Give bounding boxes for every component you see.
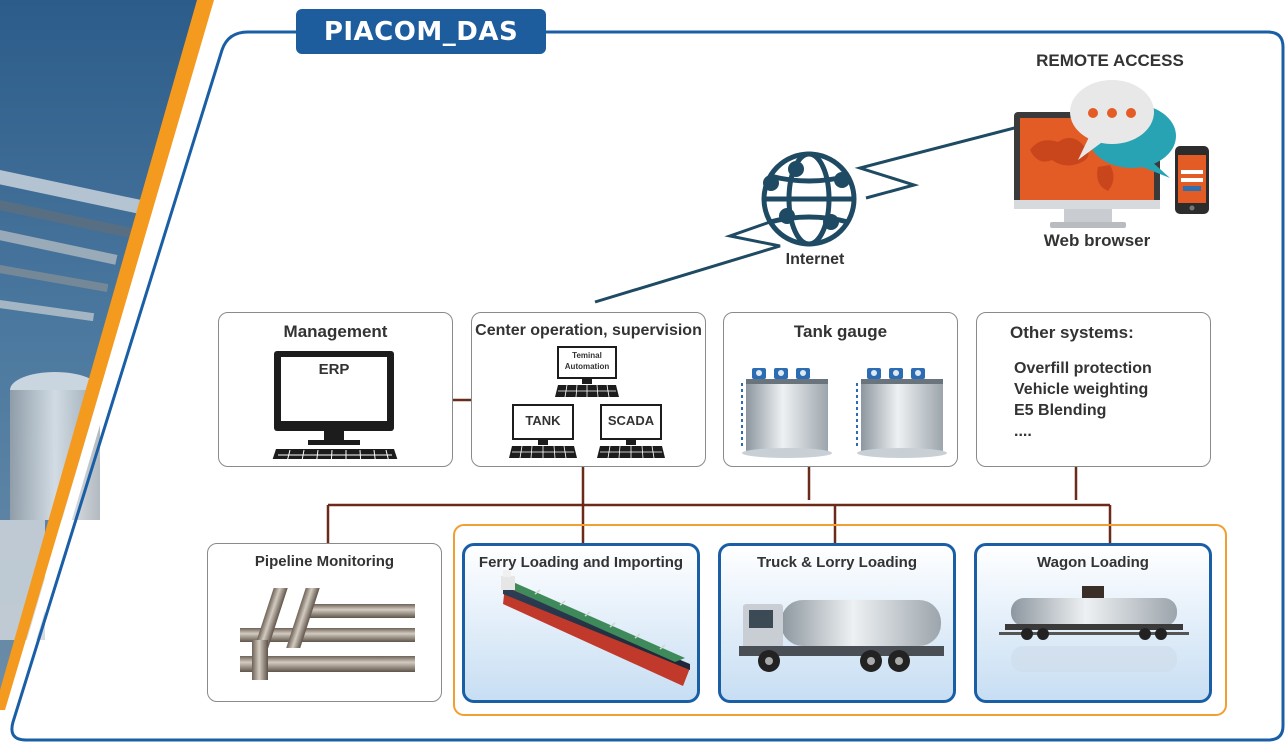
wagon-loading-box: Wagon Loading (974, 543, 1212, 703)
erp-label: ERP (318, 361, 350, 378)
other-system-item: Overfill protection (1014, 360, 1152, 377)
terminal-automation-label: Teminal Automation (559, 350, 615, 372)
truck-loading-box: Truck & Lorry Loading (718, 543, 956, 703)
globe-icon (761, 151, 857, 247)
internet-label: Internet (785, 251, 845, 268)
remote-access-heading: REMOTE ACCESS (1036, 51, 1184, 70)
web-browser-label: Web browser (1043, 231, 1151, 250)
desktop-computer-icon (272, 351, 398, 459)
storage-tanks-icon (741, 368, 947, 458)
terminal-line-1: Teminal (572, 351, 602, 360)
smartphone-icon (1175, 146, 1209, 214)
wagon-loading-title: Wagon Loading (1037, 554, 1149, 571)
terminal-line-2: Automation (564, 362, 610, 371)
system-title: PIACOM_DAS (296, 9, 546, 54)
tank-workstation-label: TANK (525, 413, 561, 428)
truck-loading-title: Truck & Lorry Loading (756, 554, 918, 571)
scada-workstation-label: SCADA (607, 413, 655, 428)
management-box: Management ERP (218, 312, 453, 467)
ferry-loading-box: Ferry Loading and Importing (462, 543, 700, 703)
tanker-truck-icon (739, 600, 944, 672)
center-operation-box: Center operation, supervision (471, 312, 706, 467)
center-operation-title: Center operation, supervision (475, 322, 702, 339)
tanker-ship-icon (501, 570, 690, 686)
workstations-icon (509, 346, 665, 459)
pipeline-icon (240, 588, 415, 680)
other-system-item: Vehicle weighting (1014, 381, 1149, 398)
tank-gauge-title: Tank gauge (793, 322, 888, 341)
other-systems-list: Overfill protection Vehicle weighting E5… (1014, 358, 1152, 442)
rail-tank-wagon-icon (999, 586, 1189, 672)
management-title: Management (283, 322, 388, 341)
other-system-item: .... (1014, 423, 1032, 440)
other-systems-box: Other systems: Overfill protection Vehic… (976, 312, 1211, 467)
tank-gauge-box: Tank gauge (723, 312, 958, 467)
ferry-loading-title: Ferry Loading and Importing (478, 554, 684, 571)
chat-bubble-icon (1070, 80, 1176, 178)
pipeline-monitoring-box: Pipeline Monitoring (207, 543, 442, 702)
other-system-item: E5 Blending (1014, 402, 1107, 419)
other-systems-title: Other systems: (1010, 323, 1134, 342)
pipeline-monitoring-title: Pipeline Monitoring (254, 553, 395, 570)
